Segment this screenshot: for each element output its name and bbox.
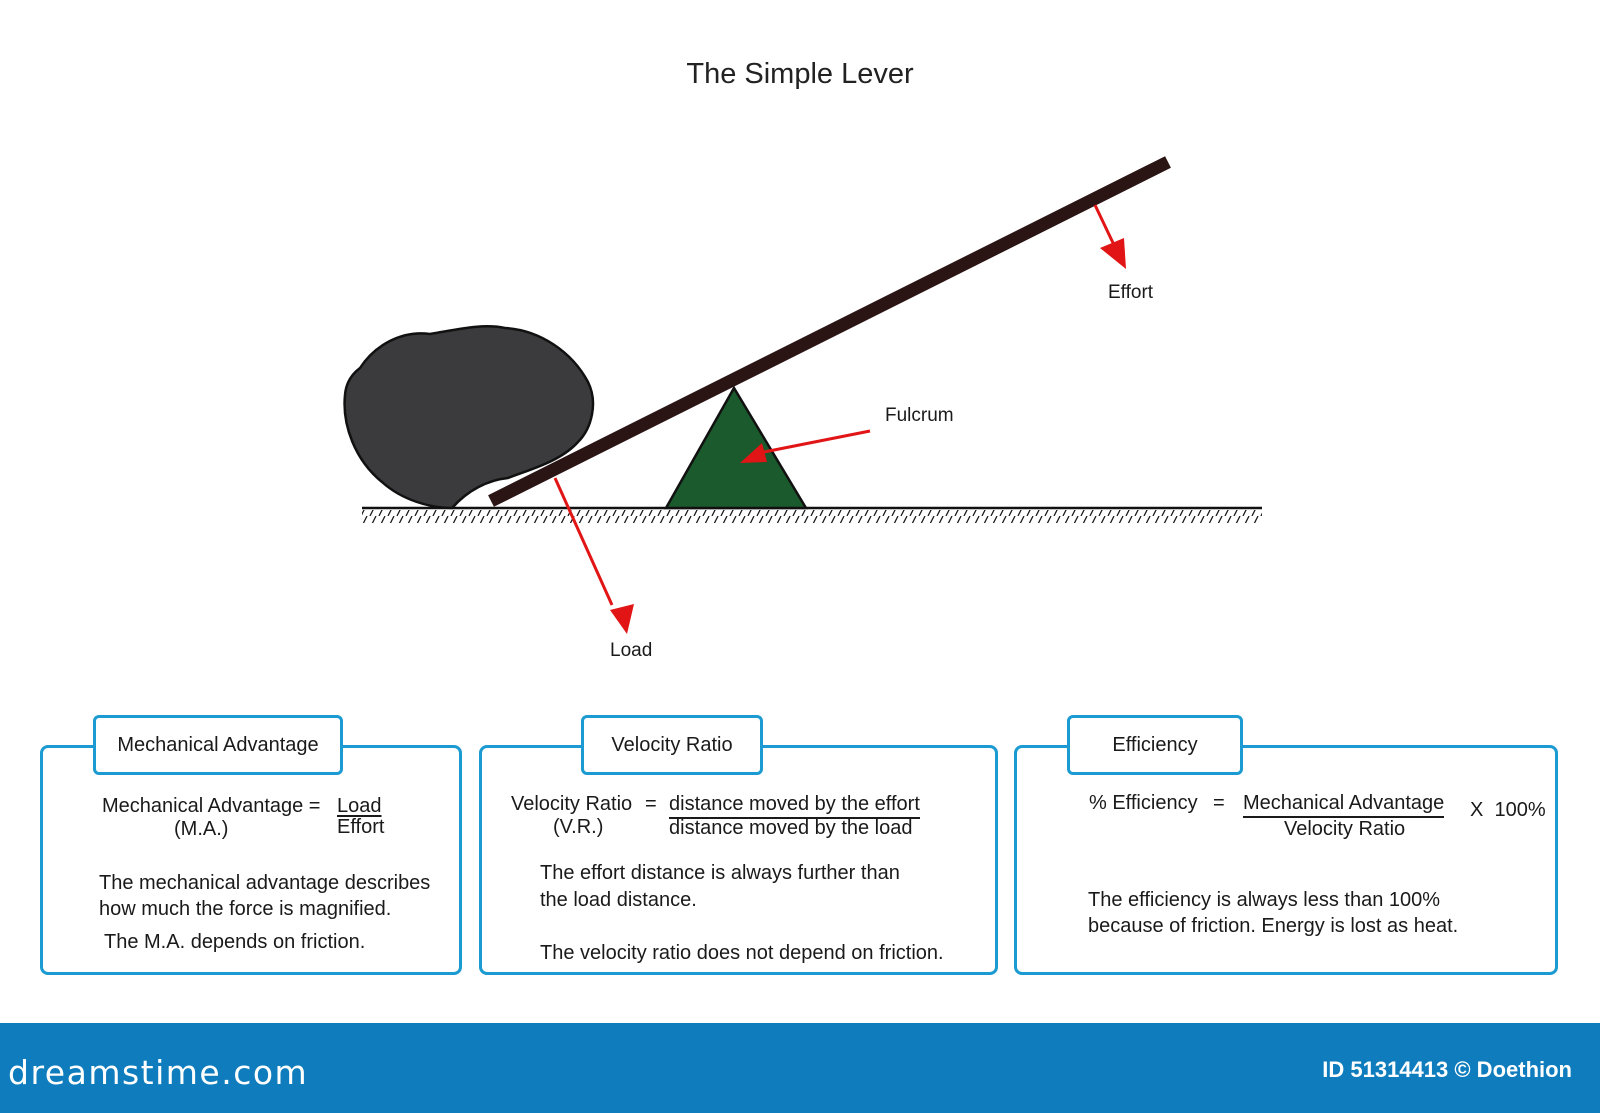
effort-arrow xyxy=(1093,204,1126,269)
ma-formula-lhs: Mechanical Advantage = xyxy=(102,795,321,817)
eff-formula-lhs: % Efficiency xyxy=(1089,792,1198,814)
ma-denominator: Effort xyxy=(337,816,385,838)
diagram-title: The Simple Lever xyxy=(686,58,914,90)
velocity-ratio-tab: Velocity Ratio xyxy=(581,715,763,775)
mechanical-advantage-tab: Mechanical Advantage xyxy=(93,715,343,775)
eff-multiplier: X 100% xyxy=(1470,799,1546,821)
vr-formula-abbr: (V.R.) xyxy=(553,816,604,838)
vr-denominator: distance moved by the load xyxy=(669,817,913,839)
fulcrum-label: Fulcrum xyxy=(885,405,954,426)
footer-bar: dreamstime.com ID 51314413 © Doethion xyxy=(0,1023,1600,1113)
fulcrum-triangle xyxy=(663,385,809,510)
eff-description-line1: The efficiency is always less than 100% xyxy=(1088,889,1441,911)
ma-description-line1: The mechanical advantage describes xyxy=(99,872,431,894)
vr-description-line1: The effort distance is always further th… xyxy=(540,862,900,884)
brand-logo[interactable]: dreamstime.com xyxy=(8,1053,309,1092)
load-label: Load xyxy=(610,640,652,661)
velocity-ratio-panel xyxy=(479,745,998,975)
ground xyxy=(362,506,1262,523)
ma-description-line3: The M.A. depends on friction. xyxy=(104,931,366,953)
mechanical-advantage-panel xyxy=(40,745,462,975)
lever-beam xyxy=(488,156,1171,507)
vr-description-line2: the load distance. xyxy=(540,889,697,911)
efficiency-tab: Efficiency xyxy=(1067,715,1243,775)
effort-label: Effort xyxy=(1108,282,1154,303)
eff-denominator: Velocity Ratio xyxy=(1284,818,1406,840)
fulcrum-arrow xyxy=(740,429,871,463)
eff-description-line2: because of friction. Energy is lost as h… xyxy=(1088,915,1459,937)
eff-numerator: Mechanical Advantage xyxy=(1243,792,1445,818)
rock-load xyxy=(343,325,595,510)
ma-formula-abbr: (M.A.) xyxy=(174,818,229,840)
vr-description-line3: The velocity ratio does not depend on fr… xyxy=(540,942,944,964)
vr-formula-lhs: Velocity Ratio xyxy=(511,793,633,815)
eff-equals: = xyxy=(1213,792,1225,814)
ma-numerator: Load xyxy=(337,795,382,817)
load-arrow xyxy=(553,477,634,634)
ma-description-line2: how much the force is magnified. xyxy=(99,898,392,920)
image-credit: ID 51314413 © Doethion xyxy=(1322,1057,1572,1082)
vr-numerator: distance moved by the effort xyxy=(669,793,920,819)
lever-diagram: Effort Fulcrum Load xyxy=(343,156,1262,661)
vr-equals: = xyxy=(645,793,657,815)
efficiency-panel xyxy=(1014,745,1558,975)
